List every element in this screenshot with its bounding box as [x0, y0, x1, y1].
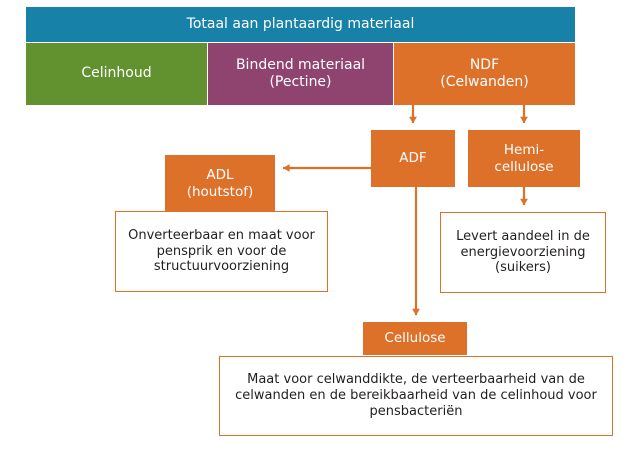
bar-cell-contents-label: Celinhoud	[81, 65, 152, 82]
description-adl: Onverteerbaar en maat voor pensprik en v…	[115, 211, 328, 292]
bar-binding-material: Bindend materiaal (Pectine)	[208, 43, 393, 105]
description-cellulose-text: Maat voor celwanddikte, de verteerbaarhe…	[235, 372, 597, 419]
bar-total-label: Totaal aan plantaardig materiaal	[186, 15, 415, 32]
bar-binding-material-line2: (Pectine)	[269, 74, 332, 90]
bar-ndf-line1: NDF	[469, 56, 500, 73]
description-hemicellulose: Levert aandeel in de energievoorziening …	[440, 212, 606, 293]
node-adl-line2: (houtstof)	[186, 183, 254, 200]
node-hemicellulose-line2: cellulose	[494, 158, 554, 175]
node-hemicellulose-label: Hemi- cellulose	[494, 142, 553, 175]
description-hemicellulose-text: Levert aandeel in de energievoorziening …	[456, 228, 590, 276]
description-cellulose: Maat voor celwanddikte, de verteerbaarhe…	[219, 356, 613, 436]
node-adf: ADF	[371, 130, 455, 187]
description-adl-text: Onverteerbaar en maat voor pensprik en v…	[128, 227, 315, 275]
node-hemicellulose: Hemi- cellulose	[468, 130, 580, 187]
bar-ndf-cell-walls: NDF (Celwanden)	[394, 43, 575, 105]
bar-ndf-label: NDF (Celwanden)	[440, 57, 528, 91]
bar-binding-material-line1: Bindend materiaal	[235, 56, 366, 73]
node-cellulose: Cellulose	[363, 322, 467, 355]
node-hemicellulose-line1: Hemi-	[503, 142, 545, 159]
node-adl: ADL (houtstof)	[165, 155, 275, 212]
bar-cell-contents: Celinhoud	[26, 43, 207, 105]
bar-total-plant-material: Totaal aan plantaardig materiaal	[26, 7, 575, 42]
bar-binding-material-label: Bindend materiaal (Pectine)	[236, 57, 365, 91]
node-cellulose-label: Cellulose	[384, 330, 446, 347]
bar-ndf-line2: (Celwanden)	[440, 74, 529, 90]
node-adl-label: ADL (houtstof)	[187, 167, 254, 200]
node-adf-label: ADF	[399, 150, 427, 167]
node-adl-line1: ADL	[206, 167, 234, 184]
